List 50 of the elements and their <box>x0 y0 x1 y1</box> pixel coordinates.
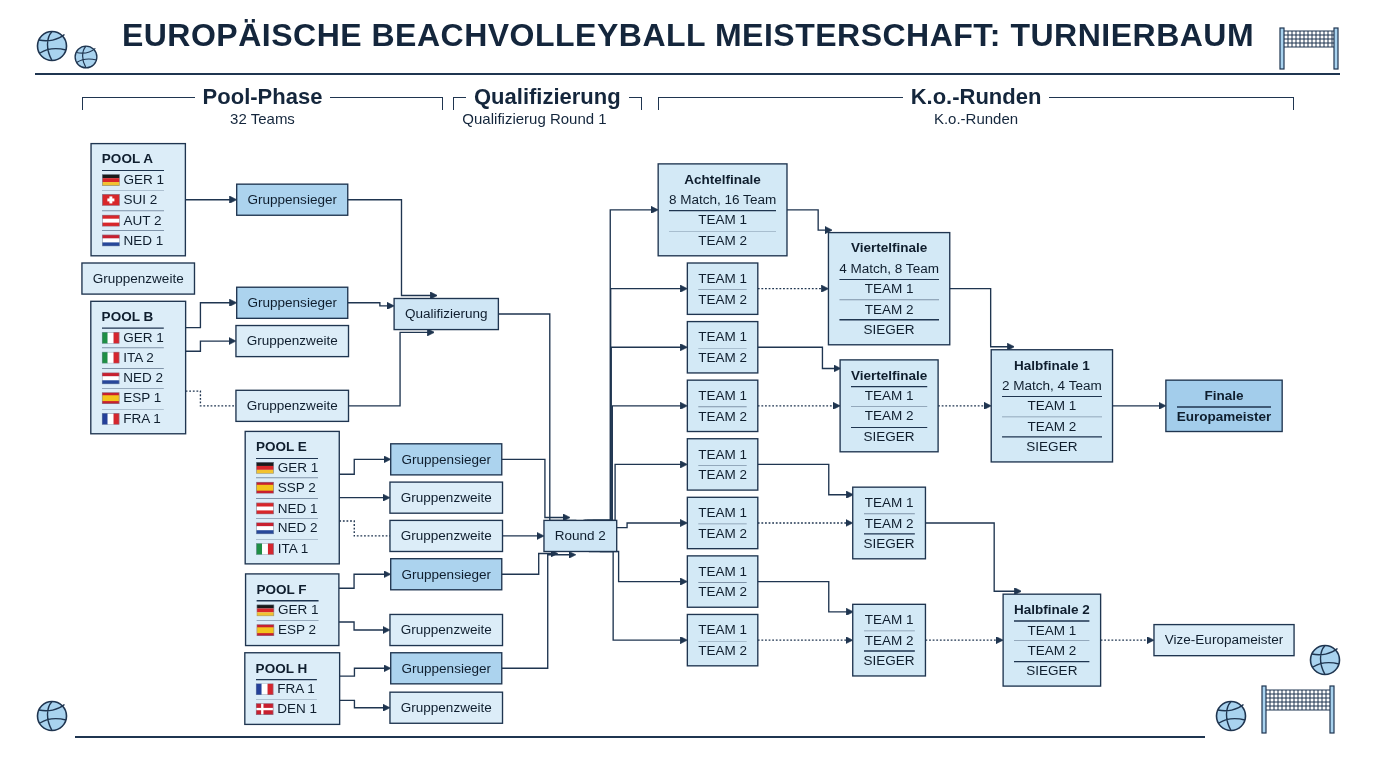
node-box: Round 2 <box>543 519 618 553</box>
arrow <box>501 549 559 575</box>
arrow <box>347 301 395 310</box>
node-box: Gruppenzweite <box>235 389 350 423</box>
node-box: POOL H FRA 1 DEN 1 <box>244 652 341 726</box>
arrow <box>616 519 688 529</box>
arrow <box>501 458 571 522</box>
node-box: Qualifizierung <box>393 297 500 331</box>
node-box: Gruppensieger <box>390 652 503 685</box>
title: EUROPÄISCHE BEACHVOLLEYBALL MEISTERSCHAFT: TURNIERBAUM <box>121 16 1255 54</box>
arrow <box>347 199 438 300</box>
node-box: Achtelfinale 8 Match, 16 Team TEAM 1 TEAM 2 <box>657 163 788 257</box>
node-box: TEAM 1 TEAM 2 <box>686 496 759 550</box>
arrow <box>949 288 1015 351</box>
node-box: TEAM 1 TEAM 2 <box>686 438 759 491</box>
node-box: Viertelfinale TEAM 1 TEAM 2 SIEGER <box>839 359 939 453</box>
node-box: Gruppenzweite <box>389 691 504 724</box>
node-box: Viertelfinale 4 Match, 8 Team TEAM 1 TEAM 2 SIEGER <box>827 231 951 346</box>
node-box: Gruppensieger <box>236 286 349 319</box>
node-box: TEAM 1 TEAM 2 <box>686 613 759 667</box>
node-box: Vize-Europameister <box>1153 623 1295 657</box>
node-box: Finale Europameister <box>1165 379 1283 433</box>
arrow <box>501 550 577 669</box>
node-box: TEAM 1 TEAM 2 <box>686 262 759 316</box>
node-box: TEAM 1 TEAM 2 SIEGER <box>852 486 927 560</box>
column-heading: Qualifizierung <box>474 84 621 110</box>
node-box: Gruppenzweite <box>389 613 504 647</box>
node-box: Gruppensieger <box>390 558 503 591</box>
node-box: Gruppenzweite <box>81 262 196 295</box>
column-heading: Pool-Phase <box>202 84 323 110</box>
node-box: TEAM 1 TEAM 2 SIEGER <box>852 603 927 677</box>
node-box: Halbfinale 2 TEAM 1 TEAM 2 SIEGER <box>1002 593 1102 687</box>
column-subheading: Qualifizierug Round 1 <box>462 110 607 128</box>
node-box: Gruppenzweite <box>235 324 350 358</box>
node-box: POOL B GER 1 ITA 2 NED 2 ESP 1 FRA 1 <box>90 300 187 435</box>
node-box: Gruppenzweite <box>389 481 504 514</box>
node-box: Gruppensieger <box>390 443 503 476</box>
node-box: TEAM 1 TEAM 2 <box>686 555 759 608</box>
column-subheading: K.o.-Runden <box>933 110 1019 128</box>
node-box: Gruppensieger <box>236 183 349 216</box>
node-box: POOL A GER 1 SUI 2 AUT 2 NED 1 <box>90 142 187 257</box>
column-subheading: 32 Teams <box>230 110 295 128</box>
node-box: Halbfinale 1 2 Match, 4 Team TEAM 1 TEAM 2 SIEGER <box>990 349 1114 463</box>
arrow <box>786 209 833 235</box>
node-box: TEAM 1 TEAM 2 <box>686 320 759 374</box>
node-box: POOL F GER 1 ESP 2 <box>244 573 340 647</box>
node-box: Gruppenzweite <box>389 519 504 553</box>
node-box: POOL E GER 1 SSP 2 NED 1 NED 2 ITA 1 <box>244 430 340 565</box>
column-heading: K.o.-Runden <box>910 84 1042 110</box>
node-box: TEAM 1 TEAM 2 <box>686 379 759 433</box>
